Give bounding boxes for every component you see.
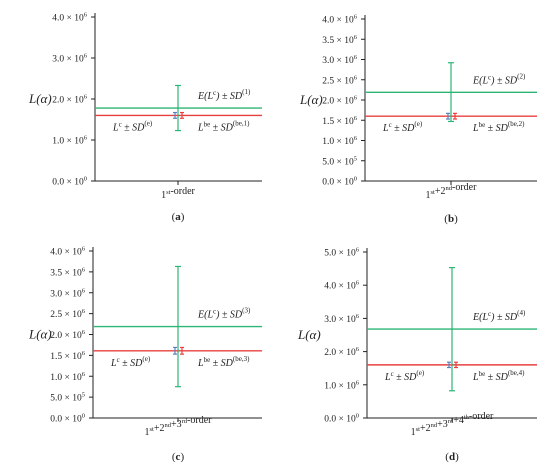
- y-tick-label: 5.0 × 105: [50, 392, 85, 404]
- panel-caption: (a): [172, 211, 185, 223]
- annotation-experimental: Lc ± SD(e): [382, 120, 423, 134]
- y-axis-label: L(α): [299, 92, 323, 107]
- y-tick-label: 3.0 × 106: [50, 287, 85, 299]
- y-tick-label: 2.0 × 106: [324, 346, 359, 358]
- annotation-expectation: E(Lc) ± SD(3): [197, 307, 251, 321]
- y-tick-label: 4.0 × 106: [324, 280, 359, 292]
- annotation-expectation: E(Lc) ± SD(2): [472, 72, 526, 86]
- y-tick-label: 2.0 × 106: [50, 329, 85, 341]
- chart-panel-b: 0.0 × 100 5.0 × 105 1.0 × 106 1.5 × 106 2.0 …: [299, 14, 537, 225]
- x-category-label: 1st+2nd+3rd+4th-order: [411, 411, 494, 438]
- annotation-experimental: Lc ± SD(e): [112, 119, 153, 133]
- y-tick-label: 2.5 × 106: [322, 74, 357, 86]
- y-tick-label: 0.0 × 100: [322, 176, 357, 188]
- y-tick-label: 3.0 × 106: [322, 54, 357, 66]
- y-tick-label: 0.0 × 100: [50, 413, 85, 425]
- y-tick-label: 1.5 × 106: [322, 115, 357, 127]
- y-axis-label: L(α): [297, 327, 321, 342]
- annotation-experimental: Lc ± SD(e): [110, 355, 151, 369]
- y-tick-label: 2.0 × 106: [322, 95, 357, 107]
- y-tick-label: 3.0 × 106: [52, 53, 87, 65]
- x-category-label: 1st+2nd+3rd-order: [145, 415, 213, 438]
- annotation-be: Lbe ± SD(be,4): [472, 369, 525, 383]
- y-tick-label: 3.5 × 106: [322, 34, 357, 46]
- panel-caption: (c): [172, 451, 185, 463]
- y-tick-label: 5.0 × 105: [322, 155, 357, 167]
- x-category-label: 1st-order: [161, 186, 195, 201]
- y-tick-label: 5.0 × 106: [324, 247, 359, 259]
- x-category-label: 1st+2nd-order: [426, 182, 478, 201]
- annotation-experimental: Lc ± SD(e): [384, 369, 425, 383]
- chart-panel-c: 0.0 × 100 5.0 × 105 1.0 × 106 1.5 × 106 2.0 …: [28, 246, 262, 463]
- y-tick-label: 1.0 × 106: [324, 379, 359, 391]
- annotation-expectation: E(Lc) ± SD(1): [197, 88, 251, 102]
- panel-caption: (b): [444, 213, 458, 225]
- chart-panel-d: 0.0 × 100 1.0 × 106 2.0 × 106 3.0 × 106 4.0 …: [297, 247, 537, 463]
- y-axis-label: L(α): [28, 91, 52, 106]
- y-tick-label: 4.0 × 106: [50, 246, 85, 258]
- y-tick-label: 1.0 × 106: [322, 135, 357, 147]
- y-tick-label: 1.0 × 106: [50, 371, 85, 383]
- panel-caption: (d): [445, 451, 459, 463]
- y-tick-label: 0.0 × 100: [52, 176, 87, 188]
- y-tick-label: 1.5 × 106: [50, 350, 85, 362]
- annotation-be: Lbe ± SD(be,2): [472, 120, 525, 134]
- y-tick-label: 0.0 × 100: [324, 413, 359, 425]
- y-axis-label: L(α): [28, 327, 52, 342]
- y-tick-label: 1.0 × 106: [52, 135, 87, 147]
- y-tick-label: 2.0 × 106: [52, 94, 87, 106]
- y-tick-label: 3.0 × 106: [324, 313, 359, 325]
- y-tick-label: 3.5 × 106: [50, 266, 85, 278]
- chart-panel-a: 0.0 × 100 1.0 × 106 2.0 × 106 3.0 × 106 4.0 …: [28, 12, 262, 223]
- annotation-be: Lbe ± SD(be,3): [197, 355, 250, 369]
- y-tick-label: 4.0 × 106: [52, 12, 87, 24]
- annotation-be: Lbe ± SD(be,1): [197, 119, 250, 133]
- annotation-expectation: E(Lc) ± SD(4): [472, 309, 526, 323]
- y-tick-label: 4.0 × 106: [322, 14, 357, 26]
- y-tick-label: 2.5 × 106: [50, 308, 85, 320]
